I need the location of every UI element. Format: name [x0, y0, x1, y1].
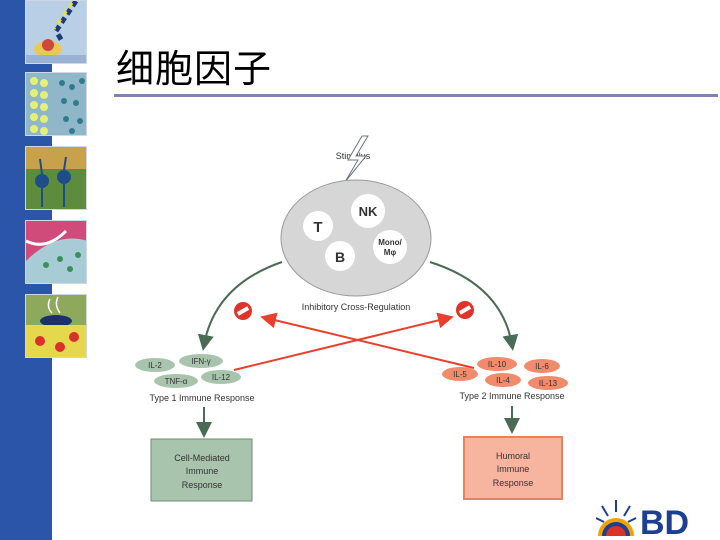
cytokine-il12-label: IL-12	[212, 373, 231, 382]
cross-arrow-type1-to-type2	[233, 312, 454, 371]
cytokine-ifn-gamma	[179, 354, 223, 368]
humoral-line3: Response	[493, 478, 534, 488]
humoral-box	[463, 436, 563, 500]
mono-label-line1: Mono/	[378, 238, 402, 247]
cytokine-il4-label: IL-4	[496, 376, 510, 385]
type2-response-label: Type 2 Immune Response	[459, 391, 564, 401]
bd-logo: BD	[596, 500, 689, 540]
no-sign-icon-left	[234, 302, 252, 320]
humoral-line1: Humoral	[496, 451, 530, 461]
t-cell-label: T	[313, 219, 322, 236]
thumbnail-cell-release	[25, 294, 87, 358]
title-underline	[114, 94, 718, 97]
cell-mediated-line1: Cell-Mediated	[174, 453, 230, 463]
nk-cell-label: NK	[359, 204, 378, 219]
cytokine-il4	[485, 373, 521, 387]
cytokine-ifn-gamma-label: IFN-γ	[191, 357, 211, 366]
monocyte-macrophage-cell	[373, 230, 407, 264]
thumbnail-cells-grid	[25, 72, 87, 136]
cytokine-il10	[477, 357, 517, 371]
cytokine-il2	[135, 358, 175, 372]
cell-mediated-line3: Response	[182, 480, 223, 490]
thumbnail-receptor	[25, 0, 87, 64]
cell-mediated-box	[150, 438, 253, 502]
humoral-line2: Immune	[497, 464, 530, 474]
cytokine-il5	[442, 367, 478, 381]
cytokine-il2-label: IL-2	[148, 361, 162, 370]
nk-cell	[351, 194, 385, 228]
cell-population-circle	[280, 179, 432, 297]
cytokine-il12	[201, 370, 241, 384]
cytokine-il6	[524, 359, 560, 373]
bd-sun-emblem-icon	[596, 500, 637, 536]
cytokine-tnf-alpha	[154, 374, 198, 388]
cell-mediated-line2: Immune	[186, 466, 219, 476]
lightning-icon	[344, 135, 369, 183]
mono-label-line2: Mφ	[384, 248, 397, 257]
cytokine-il13-label: IL-13	[539, 379, 558, 388]
cross-arrow-type2-to-type1	[260, 312, 475, 369]
bd-logo-text: BD	[640, 504, 689, 540]
thumbnail-neurons	[25, 146, 87, 210]
thumbnail-tissue	[25, 220, 87, 284]
arrow-to-type1	[197, 261, 283, 351]
arrow-to-type2	[429, 261, 519, 351]
cytokine-il13	[528, 376, 568, 390]
cytokine-il5-label: IL-5	[453, 370, 467, 379]
slide-title: 细胞因子	[116, 47, 273, 91]
t-cell	[303, 211, 333, 241]
no-sign-icon-right	[456, 301, 474, 319]
inhibitory-label: Inhibitory Cross-Regulation	[302, 302, 411, 312]
cytokine-il6-label: IL-6	[535, 362, 549, 371]
cytokine-tnf-alpha-label: TNF-α	[165, 377, 188, 386]
b-cell	[325, 241, 355, 271]
b-cell-label: B	[335, 249, 345, 265]
cytokine-il10-label: IL-10	[488, 360, 507, 369]
type1-response-label: Type 1 Immune Response	[149, 393, 254, 403]
